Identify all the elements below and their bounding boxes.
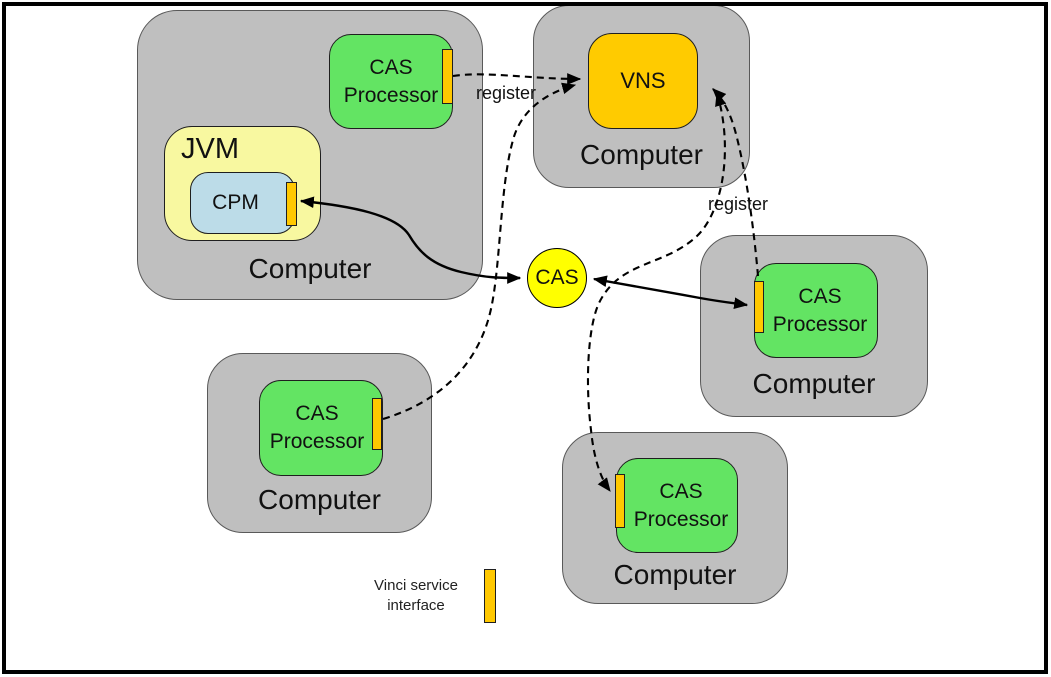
vinci-interface-legend-icon — [484, 569, 496, 623]
cas-processor-box-top-left: CAS Processor — [329, 34, 453, 129]
legend-label: Vinci service interface — [374, 577, 458, 615]
computer-label: Computer — [613, 559, 737, 590]
computer-box-top-left: CAS Processor JVM CPM Computer — [137, 10, 483, 300]
computer-label: Computer — [248, 253, 372, 284]
cas-processor-label: CAS Processor — [343, 55, 439, 107]
cas-processor-label: CAS Processor — [633, 479, 729, 531]
cas-processor-label: CAS Processor — [772, 284, 868, 336]
jvm-box: JVM CPM — [164, 126, 321, 241]
register-label-right: register — [707, 194, 769, 214]
cas-circle: CAS — [527, 248, 587, 308]
computer-label: Computer — [752, 368, 876, 399]
vns-box: VNS — [588, 33, 698, 129]
cas-processor-label: CAS Processor — [269, 402, 365, 453]
vinci-interface-icon — [286, 182, 297, 226]
computer-box-bottom-middle: CAS Processor Computer — [562, 432, 788, 604]
computer-box-bottom-left: CAS Processor Computer — [207, 353, 432, 533]
cpm-label: CPM — [212, 191, 259, 214]
vinci-interface-icon — [442, 49, 453, 104]
jvm-label: JVM — [181, 133, 239, 165]
vns-label: VNS — [620, 68, 666, 93]
computer-label: Computer — [258, 484, 381, 515]
computer-box-right: CAS Processor Computer — [700, 235, 928, 417]
computer-label: Computer — [580, 139, 703, 170]
cas-processor-box-right: CAS Processor — [754, 263, 878, 358]
cas-label: CAS — [535, 266, 579, 289]
register-label-top: register — [475, 83, 537, 103]
vinci-interface-icon — [615, 474, 625, 528]
vinci-interface-icon — [754, 281, 764, 333]
cas-processor-box-bottom-left: CAS Processor — [259, 380, 383, 476]
computer-box-top-right: VNS Computer — [533, 5, 750, 188]
cas-processor-box-bottom-middle: CAS Processor — [616, 458, 738, 553]
vinci-interface-icon — [372, 398, 382, 450]
cpm-box: CPM — [190, 172, 295, 234]
